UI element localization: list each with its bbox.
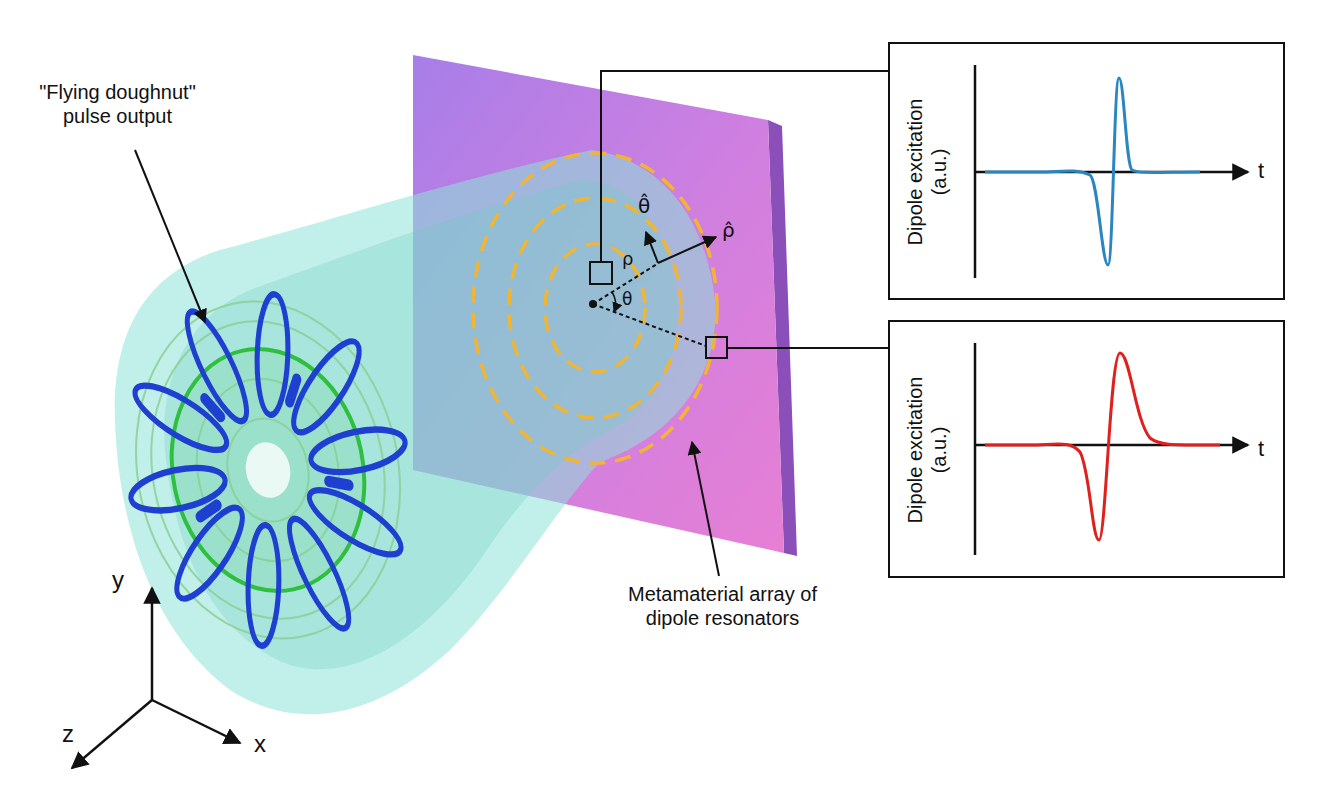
axis-label: t: [1258, 158, 1264, 184]
inset-panel: Dipole excitation (a.u.) t: [888, 42, 1285, 300]
resonator-rings: [473, 153, 717, 463]
axis-label: t: [1258, 436, 1264, 462]
coordinate-markers: [589, 71, 888, 358]
callout-label: Metamaterial array of dipole resonators: [600, 582, 845, 630]
beam-envelope: [115, 150, 716, 714]
unit-vector-label: θ̂: [638, 196, 650, 216]
axis-name: y: [112, 566, 124, 595]
inset-plot-2: [888, 320, 1285, 578]
flying-doughnut: [94, 268, 441, 671]
callout-label: "Flying doughnut" pulse output: [25, 80, 210, 128]
coordinate-label: θ: [622, 291, 632, 308]
inset-plot-1: [888, 42, 1285, 300]
callout-arrows: [135, 150, 719, 576]
axis-name: z: [62, 720, 74, 749]
axis-label: Dipole excitation (a.u.): [903, 365, 951, 535]
coordinate-label: ρ: [622, 250, 633, 268]
unit-vector-label: ρ̂: [722, 220, 735, 240]
axis-label: Dipole excitation (a.u.): [903, 87, 951, 257]
inset-panel: Dipole excitation (a.u.) t: [888, 320, 1285, 578]
xyz-axes: [72, 588, 240, 768]
axis-name: x: [254, 730, 266, 759]
pulse-beam: [115, 150, 717, 714]
